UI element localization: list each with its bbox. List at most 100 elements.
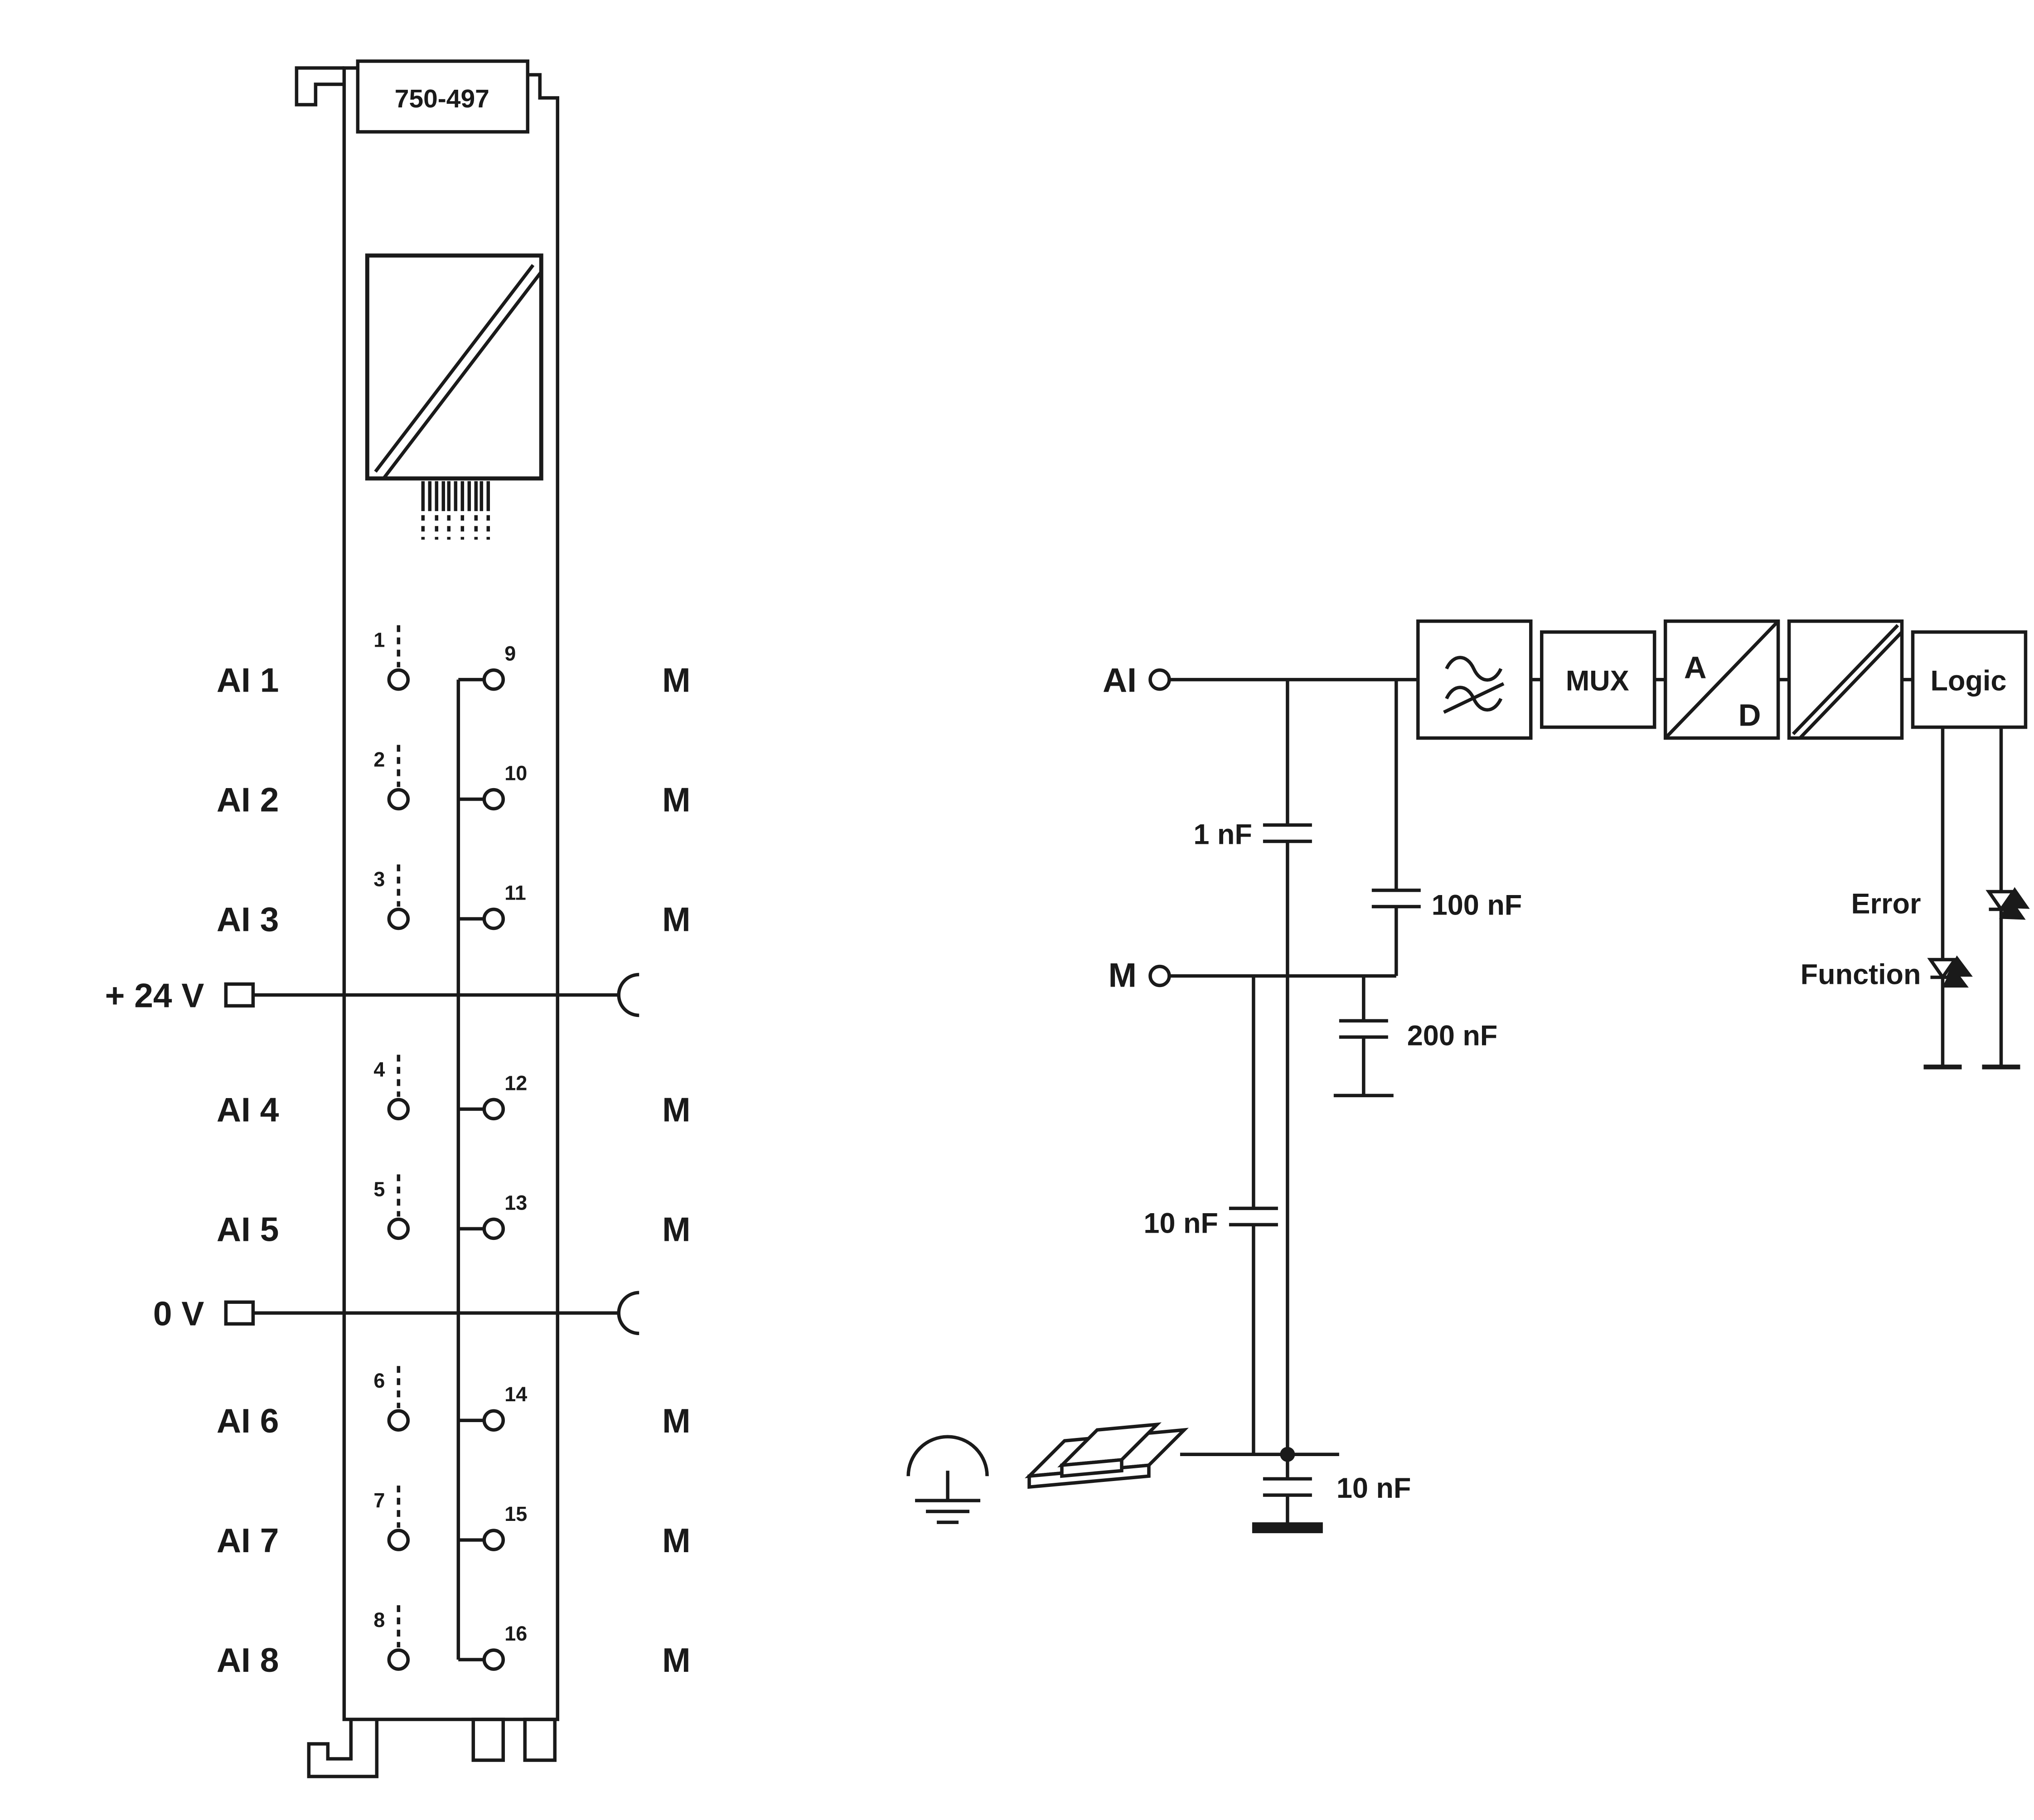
module-body-outline: [342, 66, 560, 1721]
logic-box-frame: [1911, 630, 2028, 729]
top-mounting-hook: [295, 66, 344, 106]
pin-terminal: [387, 1098, 410, 1121]
filter-icon: [1445, 656, 1503, 682]
capacitor-m-rail: 10 nF: [1143, 976, 1278, 1455]
channel-row: AI 2 2 10 M: [217, 745, 691, 819]
power-feed-terminal-icon: [224, 982, 255, 1008]
led-error: Error: [1851, 727, 2030, 1070]
pin-number-left: 1: [373, 629, 385, 652]
ad-converter-box: A D: [1663, 619, 1780, 740]
channel-row: AI 6 6 14 M: [217, 1366, 691, 1440]
ad-a-label: A: [1684, 650, 1707, 685]
function-led-label: Function: [1801, 958, 1921, 990]
m-label: M: [662, 1402, 690, 1440]
din-rail-ridge-front: [1060, 1458, 1124, 1478]
capacitor-value: 10 nF: [1143, 1207, 1218, 1239]
led-emission-arrow: [2003, 887, 2030, 909]
logic-label: Logic: [1931, 665, 2007, 697]
ai-terminal-label: AI: [1103, 661, 1137, 699]
ad-diagonal: [1664, 620, 1780, 740]
ad-d-label: D: [1739, 698, 1761, 733]
pin-terminal: [387, 668, 410, 691]
pin-terminal: [482, 1529, 505, 1551]
ai-terminal-icon: [1148, 668, 1171, 691]
channel-label: AI 3: [217, 900, 279, 938]
channel-row: AI 7 7 15 M: [217, 1486, 691, 1559]
m-label: M: [662, 900, 690, 938]
pin-number-left: 8: [373, 1608, 385, 1631]
bottom-tab: [471, 1718, 505, 1762]
pin-number-left: 6: [373, 1369, 385, 1392]
m-label: M: [662, 1521, 690, 1559]
power-contact-icon: [617, 1291, 639, 1336]
power-contact-icon: [617, 973, 639, 1017]
pin-terminal: [387, 1648, 410, 1671]
pin-number-left: 5: [373, 1177, 385, 1200]
isolation-diagonal: [1798, 631, 1903, 740]
channel-label: AI 6: [217, 1402, 279, 1440]
pin-number-right: 16: [504, 1622, 527, 1645]
channel-label: AI 4: [217, 1090, 279, 1128]
capacitor-rail-earth: 10 nF: [1252, 1454, 1411, 1534]
filter-box: [1416, 619, 1533, 740]
channel-row: AI 5 5 13 M: [217, 1174, 691, 1248]
mux-box: MUX: [1540, 630, 1656, 729]
capacitor-ai-rail: 1 nF: [1193, 679, 1312, 1455]
pin-number-right: 14: [504, 1383, 527, 1406]
pin-number-left: 4: [373, 1058, 385, 1081]
error-led-icon: [1986, 890, 2017, 913]
mux-box-frame: [1540, 630, 1656, 729]
power-feed-zero: 0 V: [153, 1291, 639, 1336]
bottom-mounting-hook: [307, 1719, 379, 1778]
pin-number-right: 15: [504, 1502, 527, 1525]
pin-terminal: [482, 907, 505, 930]
pin-terminal: [482, 788, 505, 811]
bus-connector-icon: [421, 481, 490, 540]
pin-terminal: [387, 907, 410, 930]
earth-icon: [906, 1435, 989, 1524]
channel-row: AI 4 4 12 M: [217, 1055, 691, 1128]
isolation-diagonal: [1792, 624, 1899, 736]
isolation-symbol: [365, 253, 543, 481]
logic-box: Logic: [1911, 630, 2028, 729]
pin-number-right: 13: [504, 1191, 527, 1214]
pin-terminal: [387, 1529, 410, 1551]
pin-terminal: [482, 1217, 505, 1240]
capacitor-value: 100 nF: [1432, 889, 1522, 921]
filter-icon-slash: [1443, 682, 1505, 714]
channel-label: AI 7: [217, 1521, 279, 1559]
power-feed-terminal-icon: [224, 1300, 255, 1326]
io-module: 750-497: [105, 59, 691, 1778]
m-terminal-icon: [1148, 964, 1171, 987]
power-feed-plus: + 24 V: [105, 973, 639, 1017]
led-function: Function: [1801, 727, 1973, 1070]
capacitor-m-ground: 200 nF: [1333, 976, 1497, 1098]
power-plus-label: + 24 V: [105, 976, 204, 1014]
channel-row: AI 8 8 16 M: [217, 1605, 691, 1679]
pin-number-right: 9: [504, 642, 516, 665]
input-circuit-schematic: AI M 1 nF 100 nF 2: [906, 619, 2030, 1534]
pin-terminal: [482, 668, 505, 691]
earth-arc: [906, 1435, 989, 1476]
led-emission-arrow: [1999, 898, 2026, 920]
m-label: M: [662, 1090, 690, 1128]
filter-box-frame: [1416, 619, 1533, 740]
capacitor-value: 10 nF: [1337, 1472, 1411, 1504]
mux-label: MUX: [1566, 665, 1629, 697]
isolation-symbol-frame: [365, 253, 543, 481]
m-label: M: [662, 661, 690, 699]
channel-label: AI 2: [217, 781, 279, 819]
error-led-label: Error: [1851, 888, 1921, 920]
channel-label: AI 5: [217, 1210, 279, 1248]
channel-label: AI 1: [217, 661, 279, 699]
pin-number-right: 12: [504, 1071, 527, 1094]
pin-terminal: [387, 788, 410, 811]
capacitor-value: 200 nF: [1407, 1020, 1497, 1051]
capacitor-ai-m: 100 nF: [1371, 679, 1522, 976]
channel-row: AI 1 1 9 M: [217, 625, 691, 699]
part-number-label: 750-497: [395, 84, 489, 113]
pin-number-right: 10: [504, 762, 527, 785]
m-label: M: [662, 1641, 690, 1679]
pin-number-left: 3: [373, 868, 385, 891]
